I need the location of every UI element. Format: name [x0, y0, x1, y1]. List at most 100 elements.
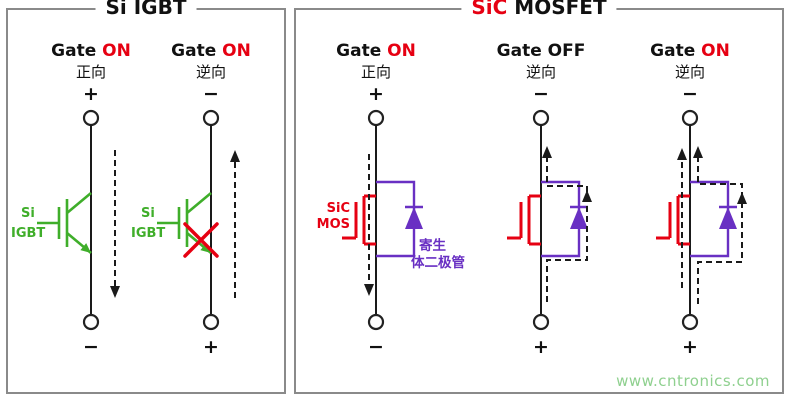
current-arrow-up-icon	[693, 146, 703, 158]
top-polarity: −	[533, 83, 549, 105]
circuit-diagram-mosfet-reverse-both: − +	[656, 83, 747, 358]
device-label-line1: Si	[141, 206, 155, 221]
device-label-line1: Si	[21, 206, 35, 221]
top-polarity: +	[368, 83, 384, 105]
body-diode-branch	[690, 180, 737, 258]
current-path-dashed	[546, 156, 588, 302]
diode-branch-wire	[690, 180, 730, 258]
collector-line	[186, 192, 212, 214]
terminal-top	[82, 109, 100, 127]
current-arrow-up-icon	[542, 146, 552, 158]
direction-label: 逆向	[195, 63, 226, 81]
gate-status-line: Gate ON	[306, 40, 446, 62]
device-label-line2: IGBT	[11, 226, 45, 241]
body-diode-branch	[541, 180, 588, 258]
direction-label: 逆向	[525, 63, 556, 81]
circuit-mosfet-reverse-both: Gate ON 逆向 − +	[620, 40, 791, 358]
top-polarity: −	[203, 83, 219, 105]
gate-state: ON	[102, 41, 131, 61]
mosfet-symbol	[656, 194, 690, 246]
bottom-polarity: +	[682, 336, 698, 358]
direction-label: 逆向	[674, 63, 705, 81]
circuit-igbt-reverse: Gate ON 逆向 − + Si IGBT	[125, 40, 275, 358]
terminal-bottom	[367, 313, 385, 331]
gate-label: Gate	[496, 41, 542, 61]
watermark: www.cntronics.com	[616, 372, 770, 390]
panel-title-accent: SiC	[471, 0, 508, 19]
gate-state: OFF	[547, 41, 586, 61]
direction-label: 正向	[360, 63, 391, 81]
blocked-x-icon	[183, 222, 219, 258]
panel-title-sic-mosfet: SiC MOSFET	[461, 0, 617, 19]
si-igbt-panel: Si IGBT Gate ON 正向 + − Si IGBT	[5, 0, 286, 394]
panel-title-text: MOSFET	[507, 0, 607, 19]
bottom-polarity: −	[83, 336, 99, 358]
diode-branch-wire	[376, 180, 416, 258]
current-arrow-up-icon	[230, 150, 240, 162]
diode-branch-wire	[541, 180, 581, 258]
diode-current-path-dashed	[697, 156, 743, 304]
terminal-bottom	[681, 313, 699, 331]
x-stroke-2	[183, 222, 219, 258]
channel-current-arrow-up-icon	[677, 148, 687, 160]
diode-current-arrow-up-icon	[582, 190, 592, 202]
panel-title-si-igbt: Si IGBT	[95, 0, 197, 19]
diode-triangle	[405, 207, 423, 229]
diode-triangle	[719, 207, 737, 229]
direction-label: 正向	[75, 63, 106, 81]
device-label-line2: IGBT	[131, 226, 165, 241]
terminal-top	[681, 109, 699, 127]
circuit-header: Gate ON 正向	[21, 40, 161, 82]
emitter-arrow	[80, 243, 91, 253]
mosfet-symbol	[342, 194, 376, 246]
device-label-line1: SiC	[327, 201, 350, 216]
terminal-bottom	[532, 313, 550, 331]
top-polarity: −	[682, 83, 698, 105]
current-arrow-down-icon	[364, 284, 374, 296]
collector-line	[66, 192, 92, 214]
bottom-polarity: +	[203, 336, 219, 358]
gate-status-line: Gate ON	[141, 40, 281, 62]
diode-triangle	[570, 207, 588, 229]
terminal-top	[202, 109, 220, 127]
circuit-igbt-forward: Gate ON 正向 + − Si IGBT	[5, 40, 155, 358]
circuit-header: Gate ON 逆向	[620, 40, 760, 82]
circuit-header: Gate ON 正向	[306, 40, 446, 82]
circuit-header: Gate OFF 逆向	[471, 40, 611, 82]
gate-status-line: Gate ON	[620, 40, 760, 62]
circuit-diagram-mosfet-forward: + − SiC MOS 寄生 体二极管	[317, 83, 465, 358]
body-diode-label-line2: 体二极管	[411, 254, 465, 271]
current-arrow-down-icon	[110, 286, 120, 298]
bottom-polarity: −	[368, 336, 384, 358]
gate-label: Gate	[336, 41, 382, 61]
top-polarity: +	[83, 83, 99, 105]
terminal-bottom	[82, 313, 100, 331]
sic-mosfet-panel: SiC MOSFET Gate ON 正向 + −	[294, 0, 784, 394]
circuit-diagram-igbt-forward: + − Si IGBT	[11, 83, 120, 358]
terminal-top	[367, 109, 385, 127]
circuit-header: Gate ON 逆向	[141, 40, 281, 82]
emitter-arrow	[200, 243, 211, 253]
circuit-mosfet-reverse-diode: Gate OFF 逆向 − +	[471, 40, 649, 358]
terminal-top	[532, 109, 550, 127]
gate-state: ON	[222, 41, 251, 61]
diode-current-arrow-up-icon	[737, 192, 747, 204]
igbt-symbol	[157, 192, 212, 254]
mosfet-symbol	[507, 194, 541, 246]
gate-status-line: Gate OFF	[471, 40, 611, 62]
igbt-symbol	[37, 192, 92, 254]
body-diode-branch	[376, 180, 423, 258]
gate-label: Gate	[51, 41, 97, 61]
circuit-mosfet-forward: Gate ON 正向 + − SiC MOS 寄生 体	[306, 40, 484, 358]
gate-state: ON	[701, 41, 730, 61]
gate-state: ON	[387, 41, 416, 61]
circuit-diagram-mosfet-reverse-diode: − +	[507, 83, 592, 358]
circuit-diagram-igbt-reverse: − + Si IGBT	[131, 83, 240, 358]
body-diode-label-line1: 寄生	[419, 237, 446, 254]
gate-label: Gate	[171, 41, 217, 61]
gate-status-line: Gate ON	[21, 40, 161, 62]
bottom-polarity: +	[533, 336, 549, 358]
terminal-bottom	[202, 313, 220, 331]
device-label-line2: MOS	[317, 217, 350, 232]
gate-label: Gate	[650, 41, 696, 61]
